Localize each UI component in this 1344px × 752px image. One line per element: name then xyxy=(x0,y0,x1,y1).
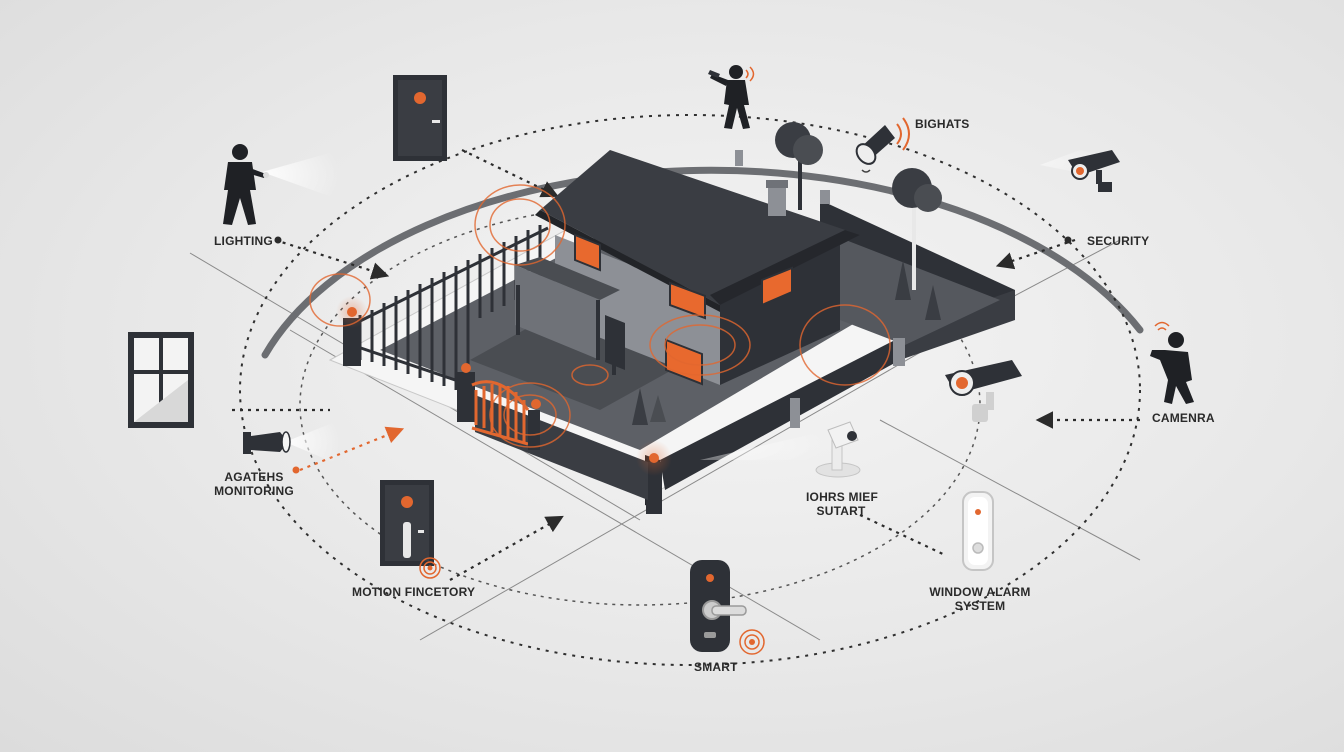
label-agatehs-line2: MONITORING xyxy=(214,484,294,498)
label-iohrs: IOHRS MIEF SUTART xyxy=(806,490,879,518)
label-camenra: CAMENRA xyxy=(1152,411,1215,425)
window-icon xyxy=(128,332,194,428)
label-window-alarm: WINDOW ALARM SYSTEM xyxy=(920,585,1040,613)
floodlight-icon xyxy=(855,117,910,173)
outdoor-camera-icon xyxy=(700,421,861,478)
intruder-icon xyxy=(708,65,755,129)
label-agatehs-monitoring: AGATEHS MONITORING xyxy=(206,470,302,498)
label-window-line2: SYSTEM xyxy=(954,599,1006,613)
tree-icon xyxy=(632,122,942,425)
smart-door-icon xyxy=(380,480,441,579)
doorbell-icon xyxy=(962,491,994,571)
door-icon xyxy=(393,75,447,161)
security-camera-icon xyxy=(1040,150,1120,192)
label-motion: MOTION FINCETORY xyxy=(352,585,476,599)
label-security: SECURITY xyxy=(1087,234,1150,248)
orange-connector xyxy=(299,426,405,472)
intruder-icon xyxy=(1150,321,1194,404)
orange-dot xyxy=(292,466,300,474)
label-window-line1: WINDOW ALARM xyxy=(929,585,1031,599)
smart-lock-icon xyxy=(690,560,765,655)
house-windows xyxy=(574,233,793,386)
label-iohrs-line2: SUTART xyxy=(816,504,866,518)
signal-rings xyxy=(309,184,891,448)
connector-arrows xyxy=(232,149,1140,581)
label-iohrs-line1: IOHRS MIEF xyxy=(806,490,879,504)
intruder-icon xyxy=(223,144,340,225)
security-camera-icon xyxy=(945,360,1022,422)
label-lighting: LIGHTING xyxy=(214,234,273,248)
label-smart: SMART xyxy=(694,660,738,674)
house-lot xyxy=(309,122,1015,514)
label-agatehs-line1: AGATEHS xyxy=(224,470,284,484)
motion-sensor-icon xyxy=(243,420,340,465)
label-bighats: BIGHATS xyxy=(915,117,970,131)
